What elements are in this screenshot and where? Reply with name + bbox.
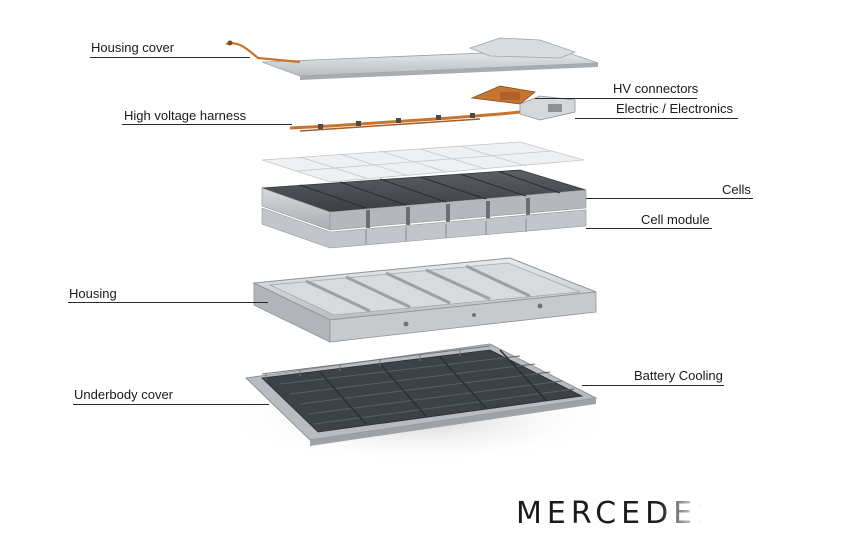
battery-cooling-part	[261, 345, 584, 433]
label-cells: Cells	[722, 182, 751, 197]
logo-fade-overlay	[660, 486, 730, 536]
leader-hv-connectors	[535, 98, 697, 99]
hv-connectors-part	[470, 85, 536, 105]
high-voltage-harness-part	[289, 110, 521, 132]
cell-module-part	[261, 169, 587, 249]
label-housing: Housing	[69, 286, 117, 301]
leader-electric-electronics	[575, 118, 738, 119]
housing-cover-part	[225, 37, 599, 80]
leader-underbody-cover	[73, 404, 269, 405]
label-housing-cover: Housing cover	[91, 40, 175, 55]
label-hv-connectors: HV connectors	[613, 81, 699, 96]
label-cell-module: Cell module	[641, 212, 710, 227]
label-high-voltage-harness: High voltage harness	[124, 108, 247, 123]
leader-cell-module	[586, 228, 712, 229]
label-electric-electronics: Electric / Electronics	[616, 101, 734, 116]
cells-plates	[261, 141, 585, 183]
electronics-part	[519, 95, 576, 121]
leader-housing-cover	[90, 57, 250, 58]
leader-housing	[68, 302, 268, 303]
label-underbody-cover: Underbody cover	[74, 387, 173, 402]
label-battery-cooling: Battery Cooling	[634, 368, 723, 383]
leader-battery-cooling	[582, 385, 724, 386]
leader-cells	[586, 198, 753, 199]
housing-part	[252, 257, 597, 343]
leader-high-voltage-harness	[122, 124, 292, 125]
